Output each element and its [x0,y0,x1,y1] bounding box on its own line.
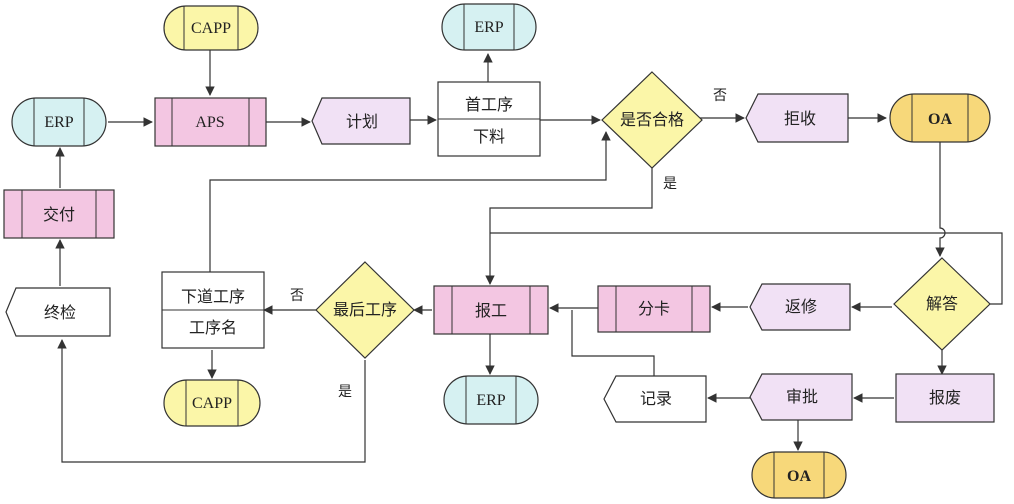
first-op-line1: 首工序 [465,95,513,114]
edge-qualified-yes-to-report [485,168,653,285]
approve-label: 审批 [786,387,818,406]
oa-right-node[interactable]: OA [889,93,991,143]
report-node[interactable]: 报工 [433,285,549,335]
edges [55,50,1003,463]
edge-answer-loop-to-report [490,232,1003,305]
qualified-decision[interactable]: 是否合格 [601,71,703,169]
capp-top-node[interactable]: CAPP [163,5,259,51]
qualified-label: 是否合格 [620,110,684,129]
capp-bottom-node[interactable]: CAPP [163,379,261,427]
next-op-line2: 工序名 [189,318,237,337]
rework-node[interactable]: 返修 [749,283,851,331]
scrap-node[interactable]: 报废 [895,373,995,423]
final-inspect-node[interactable]: 终检 [5,287,111,337]
capp-bottom-label: CAPP [192,395,232,412]
edge-label-yes-report: 是 [663,176,677,192]
edge-label-no-reject: 否 [713,88,727,104]
aps-label: APS [195,114,224,131]
edge-last-op-yes-to-final [57,339,366,463]
reject-label: 拒收 [784,109,816,128]
report-label: 报工 [475,301,507,320]
erp-bottom-label: ERP [476,392,505,409]
record-label: 记录 [640,389,672,408]
erp-top-node[interactable]: ERP [441,3,537,51]
edge-oa-to-answer [935,142,946,257]
erp-left-node[interactable]: ERP [11,97,107,147]
edge-record-to-report [571,310,655,376]
erp-left-label: ERP [44,114,73,131]
edge-label-yes-final: 是 [338,384,352,400]
final-inspect-label: 终检 [44,303,76,322]
record-node[interactable]: 记录 [603,375,707,423]
split-card-node[interactable]: 分卡 [597,285,711,333]
aps-node[interactable]: APS [154,97,267,147]
approve-node[interactable]: 审批 [749,373,853,421]
first-op-line2: 下料 [473,127,505,146]
edge-labels: 否 是 否 是 [290,88,727,400]
answer-label: 解答 [926,294,958,313]
rework-label: 返修 [785,297,817,316]
next-op-line1: 下道工序 [181,287,245,306]
reject-node[interactable]: 拒收 [745,93,849,143]
plan-label: 计划 [346,112,378,131]
oa-bottom-label: OA [787,468,811,485]
oa-bottom-node[interactable]: OA [751,451,847,499]
next-op-node[interactable]: 下道工序 工序名 [161,271,265,349]
edge-next-op-to-qualified [209,131,611,272]
capp-top-label: CAPP [191,20,231,37]
oa-right-label: OA [928,111,952,128]
deliver-label: 交付 [43,205,75,224]
last-op-label: 最后工序 [333,300,397,319]
last-op-decision[interactable]: 最后工序 [315,261,415,359]
answer-decision[interactable]: 解答 [893,257,991,351]
scrap-label: 报废 [929,388,961,407]
deliver-node[interactable]: 交付 [3,189,115,239]
plan-node[interactable]: 计划 [311,97,411,145]
first-op-node[interactable]: 首工序 下料 [437,81,541,157]
erp-top-label: ERP [474,19,503,36]
edge-label-no-next: 否 [290,288,304,304]
split-card-label: 分卡 [638,299,670,318]
erp-bottom-node[interactable]: ERP [443,375,539,425]
